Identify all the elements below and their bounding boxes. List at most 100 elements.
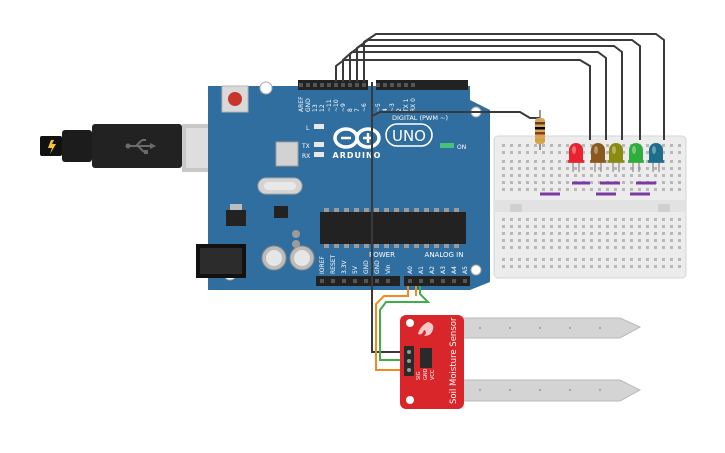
- breadboard-jumpers: [540, 181, 656, 196]
- usb-b-socket: [275, 141, 299, 167]
- led-l-icon: [314, 124, 324, 129]
- led-l-label: L: [306, 125, 310, 132]
- digital-pin-label: 7: [354, 108, 361, 112]
- capacitors: [261, 230, 315, 271]
- analog-pin-label: A0: [407, 266, 414, 274]
- model-badge: [385, 123, 433, 147]
- power-pin-hole[interactable]: [342, 279, 346, 283]
- digital-pin-hole[interactable]: [383, 83, 387, 87]
- usb-symbol-icon: [125, 139, 156, 154]
- sensor-label: Soil Moisture Sensor: [449, 317, 459, 404]
- digital-pin-label: 12: [319, 104, 326, 112]
- digital-pin-hole[interactable]: [313, 83, 317, 87]
- digital-pin-hole[interactable]: [348, 83, 352, 87]
- digital-pin-label: ~9: [340, 103, 347, 112]
- digital-pin-hole[interactable]: [299, 83, 303, 87]
- power-wire: [375, 286, 409, 371]
- small-chip: [274, 206, 288, 218]
- analog-pin-label: A2: [429, 266, 436, 274]
- digital-pin-label: 4: [382, 108, 389, 112]
- digital-pin-label: 2: [396, 108, 403, 112]
- led-yellow-icon: [608, 143, 624, 172]
- digital-pin-holes: [299, 83, 415, 87]
- digital-pin-label: AREF: [298, 96, 305, 112]
- digital-pin-label: ~6: [361, 103, 368, 112]
- power-pin-label: GND: [374, 260, 381, 274]
- led-red-icon: [568, 143, 584, 172]
- digital-pin-label: ~11: [326, 99, 333, 112]
- led-rx-icon: [314, 152, 324, 157]
- power-pin-hole[interactable]: [364, 279, 368, 283]
- soil-moisture-sensor[interactable]: SIG GND VCC Soil Moisture Sensor: [400, 315, 642, 409]
- power-pin-hole[interactable]: [331, 279, 335, 283]
- digital-header-right: [376, 80, 468, 90]
- digital-pin-label: RX 0: [410, 98, 417, 112]
- sensor-chip: [420, 348, 432, 368]
- usb-cable-icon: [40, 124, 222, 172]
- analog-pin-hole[interactable]: [419, 279, 423, 283]
- digital-header: [298, 80, 368, 90]
- digital-pin-label: 8: [347, 108, 354, 112]
- analog-pin-hole[interactable]: [408, 279, 412, 283]
- microcontroller-chip: [320, 208, 466, 248]
- analog-pin-label: A5: [462, 266, 469, 274]
- led-row: [568, 143, 664, 172]
- digital-pin-hole[interactable]: [362, 83, 366, 87]
- power-pin-hole[interactable]: [386, 279, 390, 283]
- signal-wires: [335, 33, 665, 353]
- analog-wire: [379, 286, 431, 361]
- digital-pin-hole[interactable]: [355, 83, 359, 87]
- digital-pin-hole[interactable]: [404, 83, 408, 87]
- analog-header: [404, 276, 470, 286]
- led-rx-label: RX: [302, 153, 310, 160]
- digital-pin-label: ~5: [375, 103, 382, 112]
- power-pin-hole[interactable]: [375, 279, 379, 283]
- sparkfun-logo-icon: [418, 322, 434, 336]
- digital-pin-hole[interactable]: [320, 83, 324, 87]
- led-tx-label: TX: [301, 143, 310, 150]
- analog-pin-hole[interactable]: [463, 279, 467, 283]
- digital-pin-hole[interactable]: [327, 83, 331, 87]
- analog-pin-label: A1: [418, 266, 425, 274]
- digital-pin-hole[interactable]: [390, 83, 394, 87]
- sensor-probe-top: [461, 317, 642, 339]
- led-tx-icon: [314, 142, 324, 147]
- power-pin-label: IOREF: [319, 256, 326, 274]
- power-pin-label: RESET: [330, 254, 337, 274]
- analog-pin-hole[interactable]: [430, 279, 434, 283]
- arduino-logo-icon: [333, 127, 381, 149]
- sensor-pin-vcc: VCC: [430, 369, 436, 380]
- reset-button-icon[interactable]: [221, 85, 249, 113]
- led-orange-icon: [590, 143, 606, 172]
- analog-caption: ANALOG IN: [425, 251, 464, 259]
- digital-pin-hole[interactable]: [334, 83, 338, 87]
- digital-pin-hole[interactable]: [306, 83, 310, 87]
- digital-pin-hole[interactable]: [411, 83, 415, 87]
- sensor-pin-gnd: GND: [423, 368, 429, 380]
- bottom-pin-holes: [320, 279, 467, 283]
- brand-label: ARDUINO: [333, 151, 382, 160]
- led-green-icon: [628, 143, 644, 172]
- digital-pin-label: ~10: [333, 99, 340, 112]
- analog-pin-hole[interactable]: [452, 279, 456, 283]
- power-pin-label: 5V: [352, 265, 359, 274]
- breadboard[interactable]: [493, 135, 687, 279]
- digital-pin-label: GND: [305, 98, 312, 112]
- digital-pin-hole[interactable]: [397, 83, 401, 87]
- sensor-probe-bottom: [461, 379, 642, 402]
- power-pin-label: 3.3V: [341, 259, 348, 274]
- power-pin-hole[interactable]: [320, 279, 324, 283]
- model-label: UNO: [392, 127, 426, 145]
- digital-pin-hole[interactable]: [341, 83, 345, 87]
- digital-pin-hole[interactable]: [376, 83, 380, 87]
- digital-pin-label: ~3: [389, 103, 396, 112]
- led-blue-icon: [648, 143, 664, 172]
- power-pin-hole[interactable]: [353, 279, 357, 283]
- digital-pin-label: 13: [312, 104, 319, 112]
- on-label: ON: [457, 144, 466, 151]
- analog-pin-hole[interactable]: [441, 279, 445, 283]
